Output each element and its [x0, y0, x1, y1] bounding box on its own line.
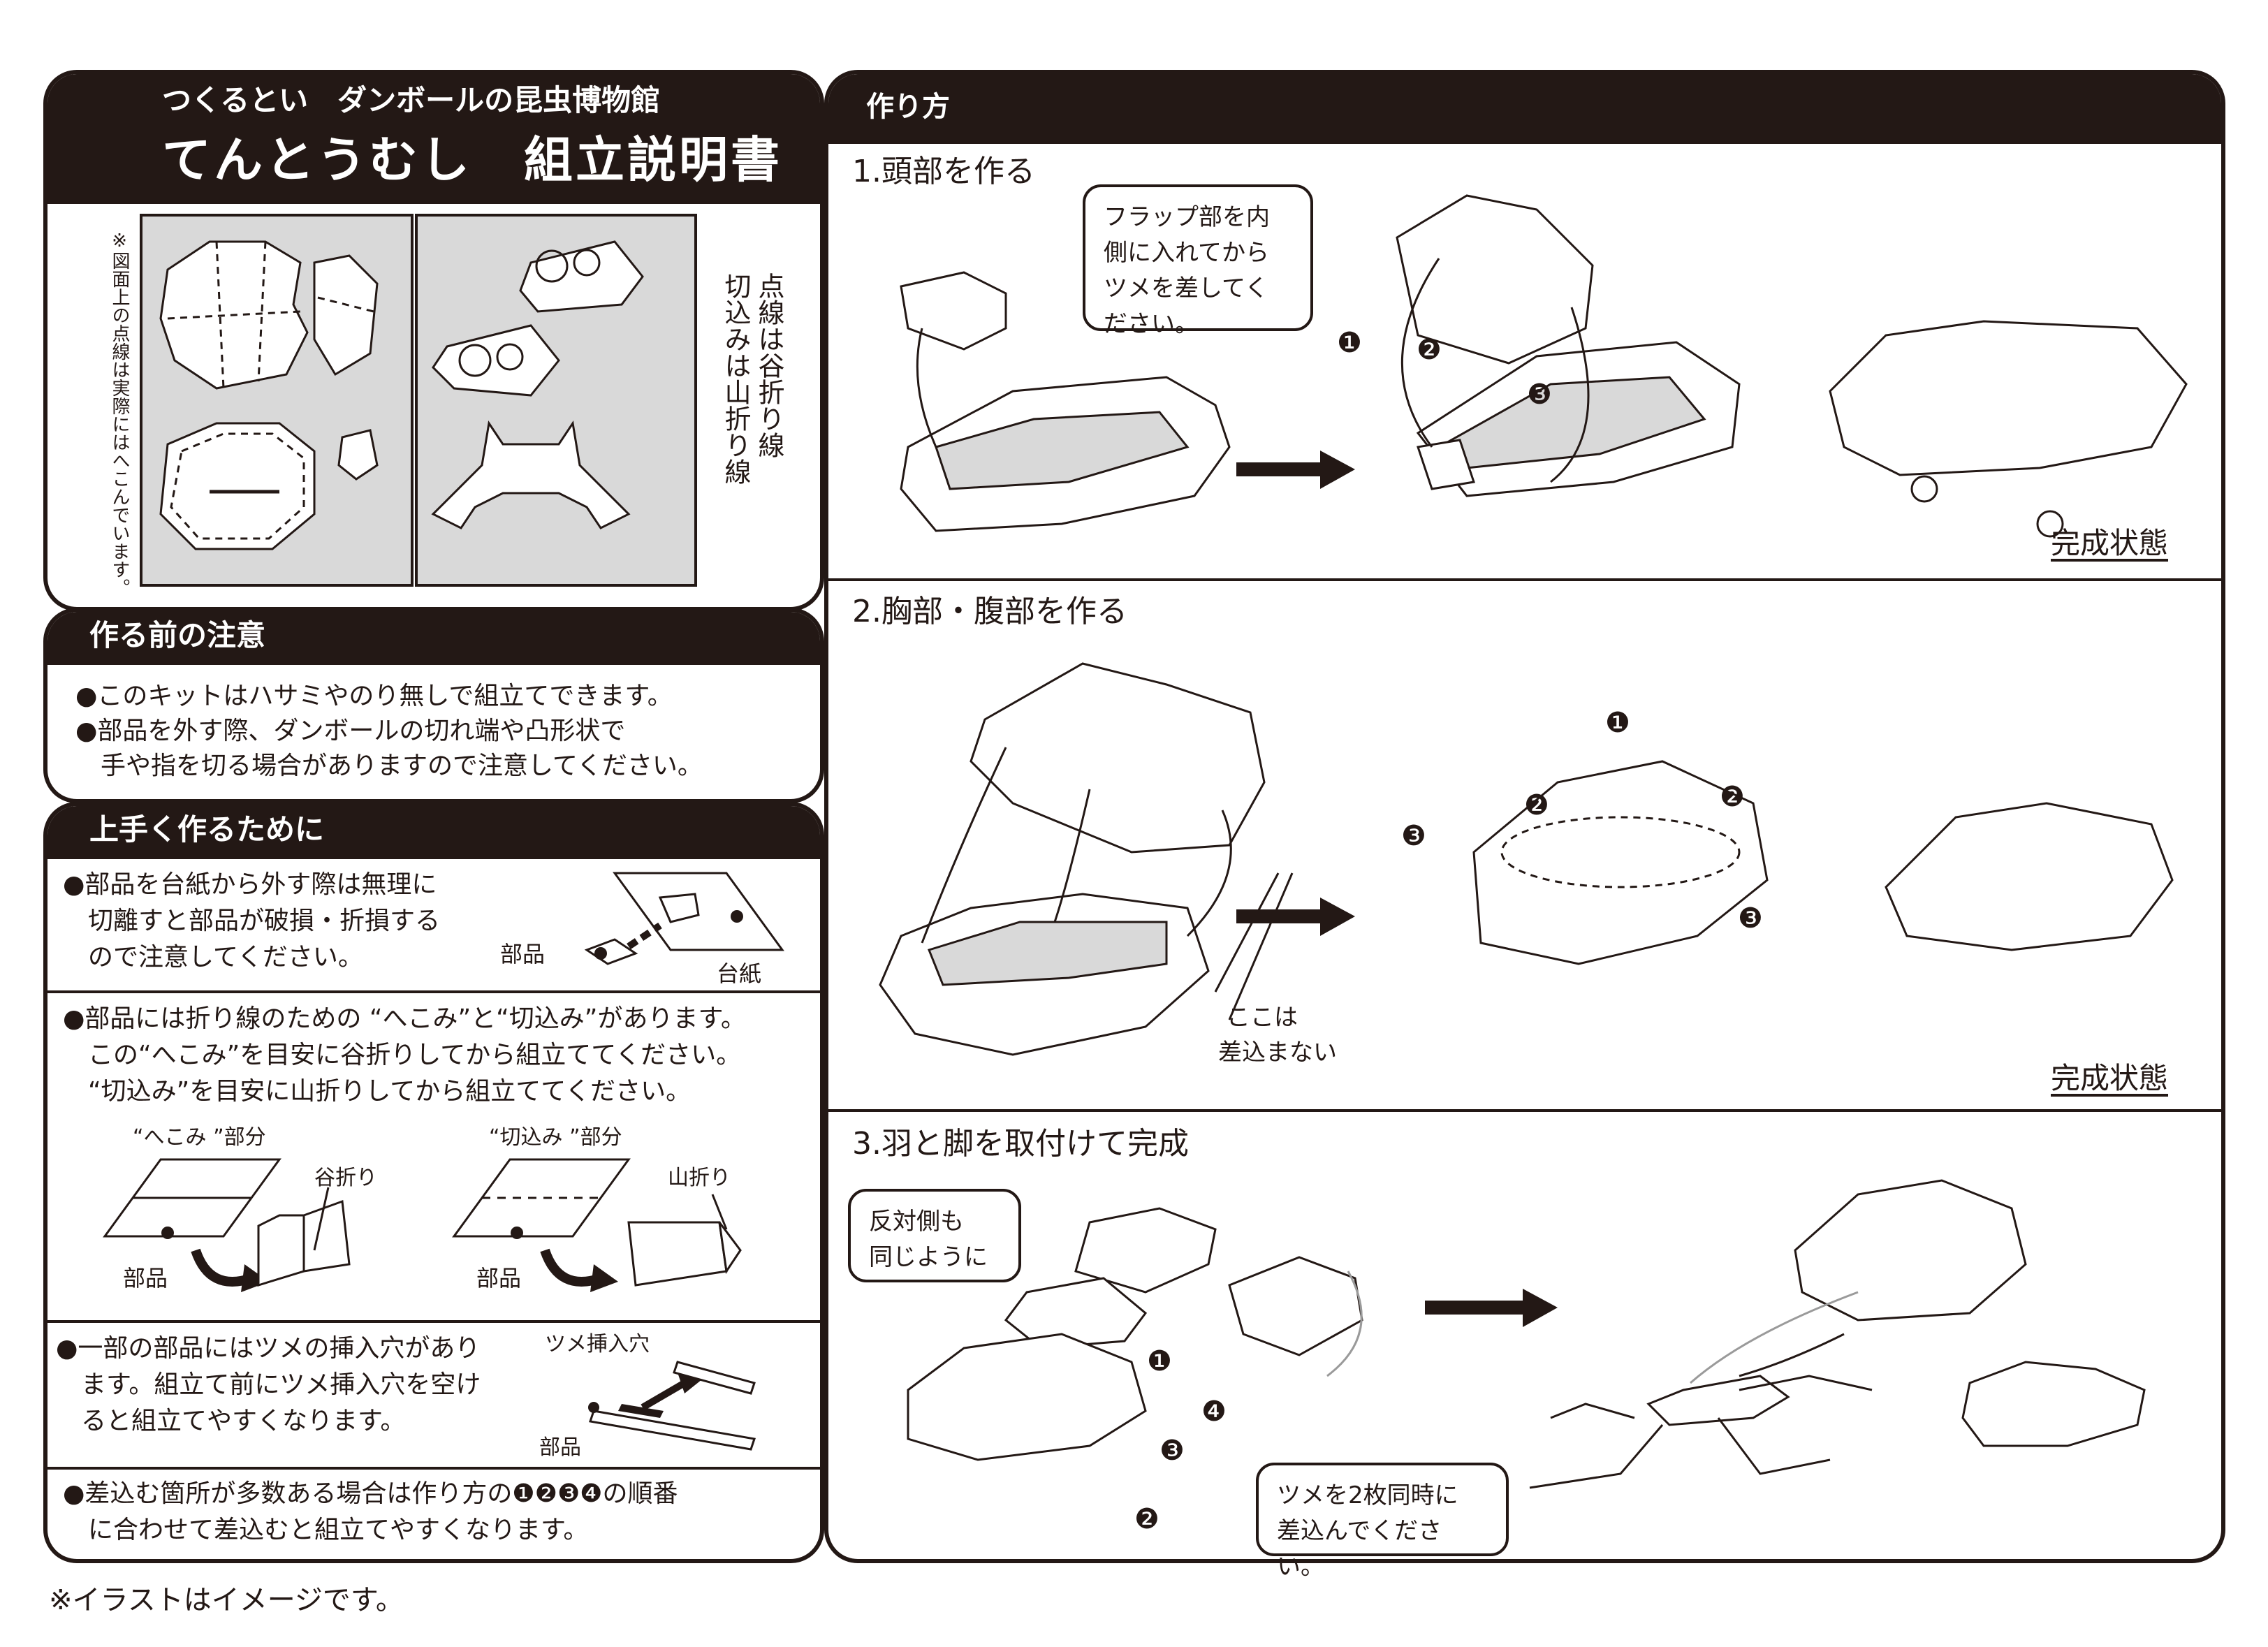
step1-marker: ❶: [1337, 327, 1362, 359]
howto-header: [828, 74, 2221, 144]
tip1-base-label: 台紙: [717, 960, 762, 987]
hole-label: ツメ挿入穴: [545, 1332, 650, 1356]
tip1-line: ので注意してください。: [63, 943, 363, 972]
step3-marker: ❶: [1147, 1345, 1172, 1377]
tip4-line: に合わせて差込むと組立てやすくなります。: [63, 1516, 589, 1544]
dotted-line-note: ※図面上の点線は実際にはへこんでいます。: [109, 230, 130, 596]
step1-title: 1.頭部を作る: [852, 154, 1035, 189]
step1-marker: ❷: [1417, 334, 1442, 366]
step2-illustration: [879, 662, 2174, 1056]
tip4-line: ●差込む箇所が多数ある場合は作り方の❶❷❸❹の順番: [63, 1479, 678, 1508]
step2-marker: ❸: [1738, 902, 1763, 935]
tip1-line: 切離すと部品が破損・折損する: [63, 907, 441, 935]
mountain-label: 山折り: [668, 1166, 731, 1190]
tip2-line: この“へこみ”を目安に谷折りしてから組立ててください。: [63, 1041, 742, 1069]
tips-divider: [47, 1467, 820, 1470]
fold-note-valley: 点線は谷折り線: [754, 272, 784, 458]
tip3-line: ●一部の部品にはツメの挿入穴があり: [56, 1334, 481, 1363]
footer-note: ※イラストはイメージです。: [49, 1584, 404, 1616]
tip3-part-label: 部品: [539, 1435, 581, 1460]
step1-illustration: [900, 194, 2188, 538]
tips-header: [47, 806, 820, 859]
kit-subtitle: つくるとい ダンボールの昆虫博物館: [162, 83, 661, 117]
page-title: てんとうむし 組立説明書: [162, 131, 782, 189]
title-header: [47, 74, 820, 204]
step-divider: [828, 1109, 2221, 1112]
tip1-part-label: 部品: [500, 941, 546, 967]
tip3-line: ると組立てやすくなります。: [56, 1407, 406, 1435]
part-label-b: 部品: [476, 1265, 522, 1291]
tips-heading: 上手く作るために: [89, 812, 325, 847]
tips-divider: [47, 1320, 820, 1323]
part-label-a: 部品: [123, 1265, 168, 1291]
caution-panel: [43, 608, 824, 803]
step2-title: 2.胸部・腹部を作る: [852, 594, 1127, 629]
caution-line: 手や指を切る場合がありますので注意してください。: [75, 752, 703, 780]
step3-marker: ❷: [1134, 1503, 1159, 1535]
step-divider: [828, 578, 2221, 581]
caution-line: ●このキットはハサミやのり無しで組立てできます。: [75, 682, 673, 710]
step1-callout: フラップ部を内 側に入れてから ツメを差してく ださい。: [1083, 184, 1313, 338]
step2-complete-label: 完成状態: [2051, 1061, 2169, 1095]
step2-marker: ❷: [1720, 781, 1745, 813]
tip2-line: “切込み”を目安に山折りしてから組立ててください。: [63, 1077, 692, 1106]
step2-note: ここは: [1227, 1004, 1298, 1032]
fold-illustration: [103, 1158, 742, 1292]
caution-heading: 作る前の注意: [89, 618, 266, 652]
tips-divider: [47, 990, 820, 993]
step2-marker: ❷: [1524, 789, 1549, 821]
step2-marker: ❸: [1401, 820, 1426, 852]
caution-line: ●部品を外す際、ダンボールの切れ端や凸形状で: [75, 717, 626, 745]
step2-note: 差込まない: [1218, 1039, 1337, 1067]
cut-label: “切込み ”部分: [489, 1125, 622, 1150]
fold-note-mountain: 切込みは山折り線: [720, 272, 751, 485]
sheet-parts-illustration: [159, 240, 644, 550]
step1-marker: ❸: [1527, 379, 1552, 411]
step3-callout-tabs: ツメを2枚同時に 差込んでください。: [1256, 1463, 1509, 1581]
step3-marker: ❸: [1159, 1435, 1185, 1467]
tab-hole-illustration: [588, 1361, 756, 1451]
step3-callout: 反対側も 同じように: [848, 1189, 1021, 1282]
caution-header: [47, 612, 820, 665]
step3-marker: ❹: [1201, 1396, 1227, 1428]
step3-illustration: [907, 1179, 2146, 1489]
valley-label: 谷折り: [314, 1166, 377, 1190]
tip1-line: ●部品を台紙から外す際は無理に: [63, 870, 437, 899]
tip2-line: ●部品には折り線のための “へこみ”と“切込み”があります。: [63, 1004, 746, 1033]
step1-complete-label: 完成状態: [2051, 526, 2169, 560]
tip3-line: ます。組立て前にツメ挿入穴を空け: [56, 1370, 481, 1399]
dent-label: “へこみ ”部分: [133, 1125, 266, 1150]
tip1-illustration: [584, 872, 784, 965]
howto-heading: 作り方: [866, 91, 950, 123]
step3-title: 3.羽と脚を取付けて完成: [852, 1126, 1189, 1162]
step2-marker: ❶: [1605, 707, 1630, 739]
